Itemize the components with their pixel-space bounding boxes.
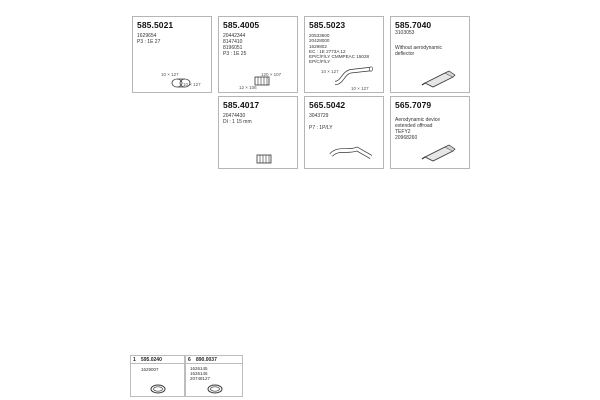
accessory-marker: 1	[133, 357, 136, 363]
part-code: 565.5042	[309, 100, 346, 110]
clamp-icon	[171, 78, 191, 88]
dimension-label: 10 × 127	[161, 72, 179, 77]
part-code: 585.7040	[395, 20, 432, 30]
part-card-585-4005[interactable]: 585.4005 20442344 8147410 8196051 P3 : 1…	[218, 16, 298, 93]
bent-pipe-icon	[334, 66, 373, 86]
part-card-585-4017[interactable]: 585.4017 20474430 DI : 1 15 mm	[218, 96, 298, 169]
accessory-references: 1629007	[141, 367, 159, 372]
dimension-label: 12 × 106	[239, 85, 257, 90]
part-description: Aerodynamic device extended offroad TEFY…	[395, 117, 441, 141]
part-code: 585.5023	[309, 20, 346, 30]
long-pipe-icon	[329, 146, 373, 159]
part-references: 20442344 8147410 8196051 P3 : 1E 25	[223, 33, 247, 57]
part-references: 20533600 20428000 1629802 EC : 1E 2773A …	[309, 33, 370, 65]
part-references: 20474430 DI : 1 15 mm	[223, 113, 252, 125]
accessory-card-595-0240[interactable]: 1 595.0240 1629007	[130, 355, 185, 397]
part-card-585-7040[interactable]: 585.7040 3103053 Without aerodynamic def…	[390, 16, 470, 93]
ring-clamp-icon	[150, 384, 166, 394]
part-code: 585.4017	[223, 100, 260, 110]
dimension-label: 10 × 127	[183, 82, 201, 87]
part-references: 1629654 P3 : 1E 27	[137, 33, 161, 45]
part-references: 3043729	[309, 113, 329, 119]
part-card-585-5021[interactable]: 585.5021 1629654 P3 : 1E 27 10 × 127 10 …	[132, 16, 212, 93]
part-card-565-7079[interactable]: 565.7079 Aerodynamic device extended off…	[390, 96, 470, 169]
flex-pipe-icon	[254, 76, 270, 86]
ring-clamp-icon	[207, 384, 223, 394]
part-card-585-5023[interactable]: 585.5023 20533600 20428000 1629802 EC : …	[304, 16, 384, 93]
accessory-marker: 6	[188, 357, 191, 363]
part-code: 585.5021	[137, 20, 174, 30]
flex-pipe-icon	[256, 154, 272, 164]
part-code: 565.7079	[395, 100, 432, 110]
part-card-565-5042[interactable]: 565.5042 3043729 P7 : 1P/LY	[304, 96, 384, 169]
part-description: P7 : 1P/LY	[309, 125, 333, 131]
accessory-code: 595.0240	[141, 357, 162, 363]
accessory-references: 1626145 1626146 20748127	[190, 366, 211, 381]
dimension-label: 10 × 127	[351, 86, 369, 91]
accessory-header: 1 595.0240	[131, 356, 184, 364]
part-code: 585.4005	[223, 20, 260, 30]
dimension-label: 10 × 127	[321, 69, 339, 74]
part-references: 3103053	[395, 30, 415, 36]
dimension-label: 120 × 107	[261, 72, 282, 77]
accessory-header: 6 890.0037	[186, 356, 242, 364]
part-description: Without aerodynamic deflector	[395, 45, 442, 57]
accessory-code: 890.0037	[196, 357, 217, 363]
accessory-card-890-0037[interactable]: 6 890.0037 1626145 1626146 20748127	[185, 355, 243, 397]
silencer-icon	[421, 144, 456, 162]
silencer-icon	[421, 70, 456, 88]
